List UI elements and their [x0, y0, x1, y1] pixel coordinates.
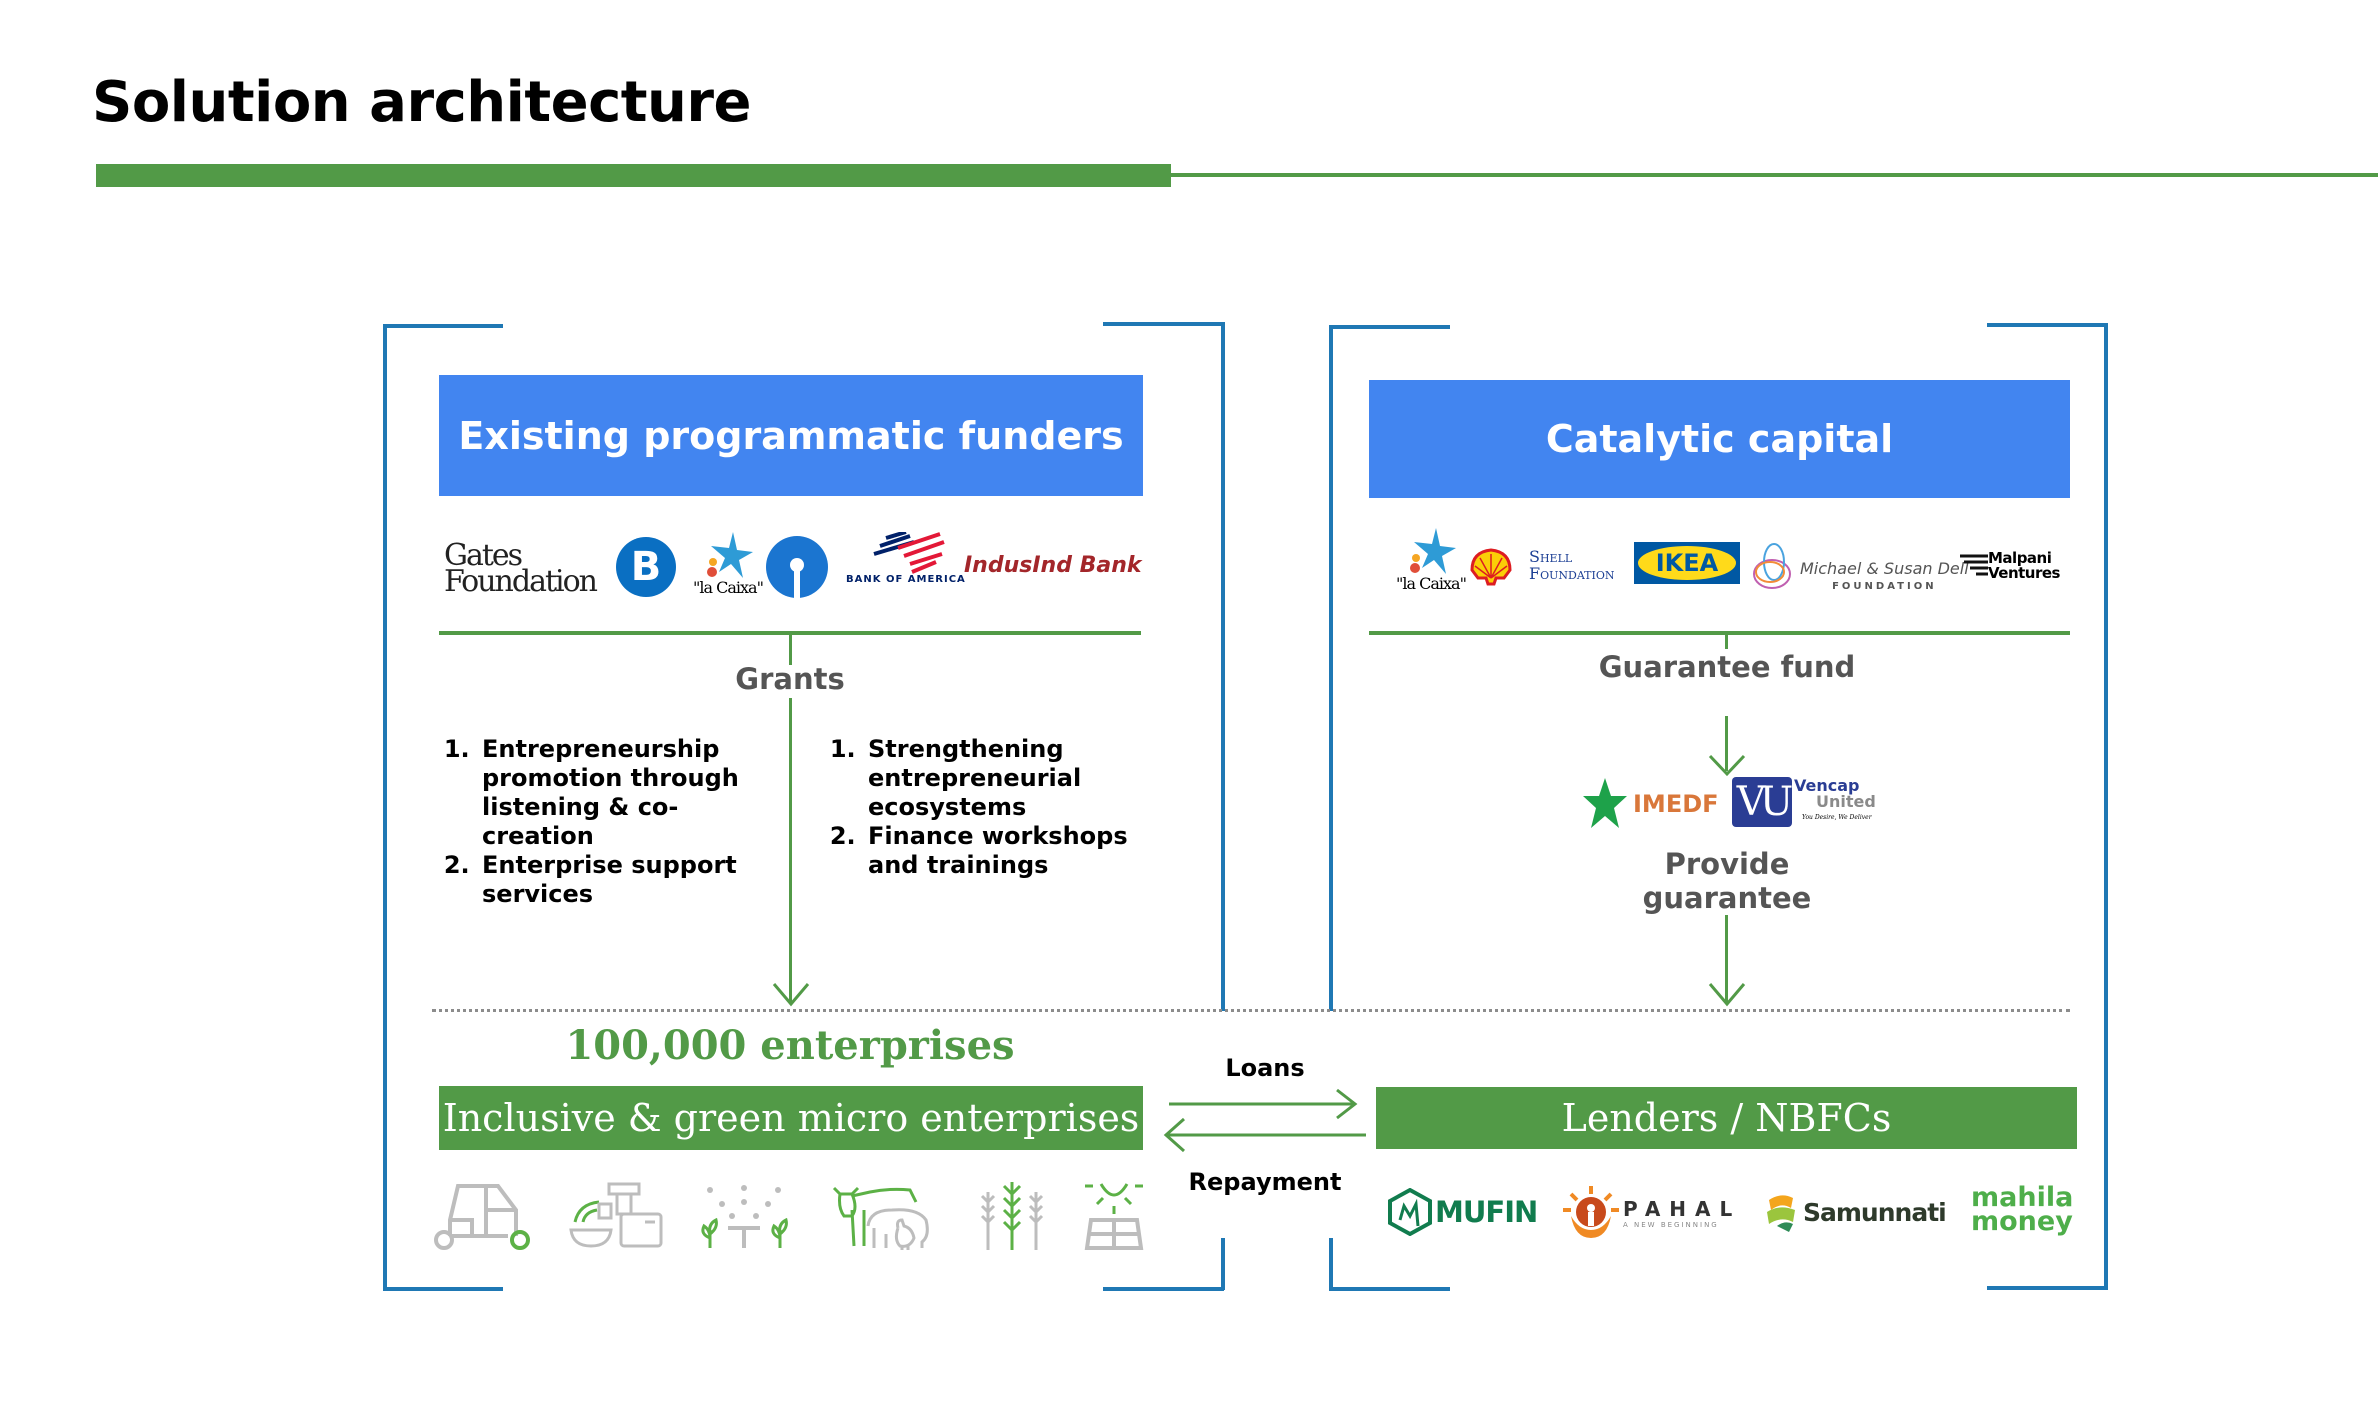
ikea-logo: IKEA: [1634, 542, 1740, 584]
malpani-ventures-logo: Malpani Ventures: [1960, 551, 2061, 581]
imedf-logo: IMEDF: [1583, 778, 1719, 830]
bajaj-finserv-logo: B: [616, 537, 676, 597]
loans-label: Loans: [1225, 1054, 1305, 1082]
lenders-box: Lenders / NBFCs: [1376, 1087, 2077, 1149]
left-funders-divider: [439, 631, 1141, 635]
loans-arrow-icon: [1169, 1088, 1358, 1120]
la-caixa-star-icon: [706, 532, 753, 578]
dotted-divider: [432, 1009, 2070, 1012]
grants-arrow-stem-top: [789, 635, 792, 665]
la-caixa-logo: "la Caixa": [1396, 528, 1467, 593]
provide-guarantee-label: Provide guarantee: [1642, 847, 1812, 915]
la-caixa-star-icon: [1409, 528, 1456, 574]
auto-rickshaw-icon: [434, 1184, 530, 1250]
page-title: Solution architecture: [92, 70, 752, 135]
grants-list-right-item: Finance workshops and trainings: [864, 822, 1150, 880]
mufin-hexagon-icon: [1388, 1188, 1432, 1236]
catalytic-capital-header: Catalytic capital: [1369, 380, 2070, 498]
provide-guarantee-arrow-head-icon: [1708, 983, 1746, 1007]
guarantee-fund-arrow-stem: [1725, 716, 1728, 771]
pahal-logo: PAHAL A NEW BEGINNING: [1563, 1186, 1741, 1240]
dell-foundation-logo-mark: [1753, 543, 1791, 589]
gates-foundation-logo: Gates Foundation: [444, 538, 598, 599]
grants-list-left-item: Enterprise support services: [478, 851, 774, 909]
provide-guarantee-arrow-stem: [1725, 915, 1728, 1003]
grants-list-right-item: Strengthening entrepreneurial ecosystems: [864, 735, 1150, 822]
shell-logo: [1470, 548, 1512, 586]
enterprise-count: 100,000 enterprises: [565, 1022, 1015, 1069]
repayment-arrow-icon: [1163, 1117, 1366, 1153]
wheat-icon: [980, 1182, 1044, 1250]
solar-panel-icon: [1084, 1183, 1144, 1250]
mufin-logo: MUFIN: [1388, 1188, 1538, 1236]
food-processing-icon: [569, 1182, 663, 1248]
grants-arrow-head-icon: [772, 983, 810, 1007]
grants-label: Grants: [735, 662, 845, 696]
repayment-label: Repayment: [1188, 1168, 1342, 1196]
grants-arrow-stem: [789, 698, 792, 1003]
samunnati-logo: Samunnati: [1763, 1192, 1947, 1232]
dell-foundation-logo: Michael & Susan Dell FOUNDATION: [1800, 559, 1969, 593]
pahal-sun-icon: [1563, 1186, 1619, 1238]
shell-foundation-logo: Shell Foundation: [1529, 547, 1615, 583]
grants-list-left: Entrepreneurship promotion through liste…: [444, 735, 774, 909]
vencap-united-logo: VU Vencap United You Desire, We Deliver: [1732, 777, 1876, 827]
bank-of-america-flag-icon: [873, 532, 945, 574]
indusind-bank-logo: IndusInd Bank: [964, 553, 1142, 578]
bank-of-america-logo: BANK OF AMERICA: [846, 532, 966, 585]
grants-list-left-item: Entrepreneurship promotion through liste…: [478, 735, 774, 851]
mahila-money-logo: mahila money: [1971, 1182, 2074, 1237]
malpani-stripes-icon: [1960, 554, 1988, 576]
grants-list-right: Strengthening entrepreneurial ecosystems…: [830, 735, 1150, 880]
livestock-icon: [832, 1186, 929, 1250]
right-funders-divider: [1369, 631, 2070, 635]
guarantee-fund-arrow-head-icon: [1708, 754, 1746, 777]
existing-funders-header: Existing programmatic funders: [439, 375, 1143, 496]
guarantee-fund-label: Guarantee fund: [1598, 650, 1856, 684]
title-underline-line: [1171, 173, 2378, 177]
samunnati-leaf-icon: [1767, 1195, 1795, 1232]
micro-enterprises-box: Inclusive & green micro enterprises: [439, 1086, 1143, 1150]
guarantee-arrow-stem-top: [1725, 635, 1728, 649]
sbi-logo: [766, 536, 828, 598]
la-caixa-logo: "la Caixa": [693, 532, 764, 597]
title-underline-bar: [96, 164, 1171, 187]
imedf-star-icon: [1583, 778, 1627, 828]
irrigation-icon: [701, 1185, 788, 1248]
